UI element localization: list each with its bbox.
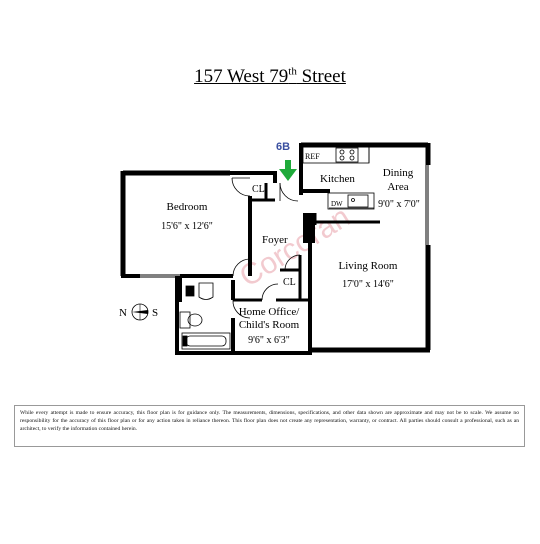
title-superscript: th [288, 66, 297, 78]
dining-name-line1: Dining [383, 167, 414, 179]
entry-arrow-icon [279, 160, 297, 181]
disclaimer-box: While every attempt is made to ensure ac… [14, 405, 525, 447]
door-swings [231, 177, 301, 319]
bedroom-dims: 15'6" x 12'6" [161, 221, 213, 232]
office-name-line1: Home Office/ [239, 306, 301, 318]
kitchen-name: Kitchen [320, 173, 355, 185]
plan-title: 157 West 79th Street [0, 66, 540, 88]
unit-label: 6B [276, 141, 290, 153]
foyer-name: Foyer [262, 234, 288, 246]
ref-label: REF [305, 152, 320, 161]
compass-north: N [119, 307, 127, 319]
dining-dims: 9'0" x 7'0" [378, 199, 420, 210]
dw-label: DW [331, 200, 343, 208]
title-rest: Street [296, 66, 346, 88]
office-name-line2: Child's Room [239, 319, 300, 331]
disclaimer-text: While every attempt is made to ensure ac… [20, 410, 519, 432]
living-name: Living Room [339, 260, 398, 272]
title-main: 157 West 79 [194, 66, 289, 88]
office-dims: 9'6" x 6'3" [248, 335, 290, 346]
compass-south: S [152, 307, 158, 319]
closet-label-bedroom: CL [252, 184, 265, 195]
kitchen-fixtures [302, 146, 375, 210]
dining-name-line2: Area [387, 181, 408, 193]
closet-label-foyer: CL [283, 277, 296, 288]
floor-plan: Corcoran [119, 141, 431, 355]
compass-icon [131, 303, 149, 321]
bathroom-fixtures [179, 282, 231, 350]
walls [120, 142, 431, 355]
bedroom-name: Bedroom [167, 201, 208, 213]
living-dims: 17'0" x 14'6" [342, 279, 394, 290]
